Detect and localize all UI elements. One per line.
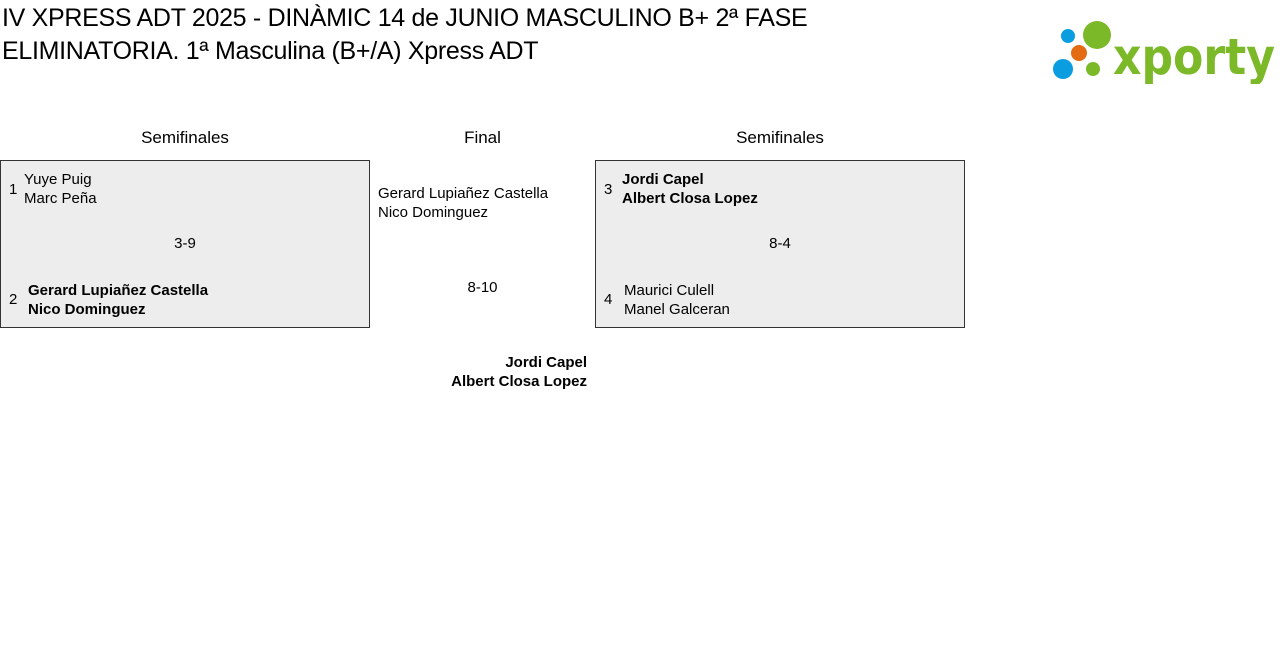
seed-number: 1 — [9, 181, 18, 198]
player-name: Albert Closa Lopez — [451, 373, 587, 390]
player-name: Nico Dominguez — [378, 204, 489, 221]
xporty-logo: xporty — [1053, 21, 1275, 84]
player-name: Albert Closa Lopez — [622, 190, 758, 207]
seed-number: 3 — [604, 181, 613, 198]
match-score: 8-4 — [769, 235, 791, 252]
match-score: 3-9 — [174, 235, 196, 252]
column-header-final: Final — [464, 128, 501, 147]
player-name: Yuye Puig — [24, 171, 92, 188]
final-winner: Jordi Capel Albert Closa Lopez — [370, 353, 587, 391]
svg-text:xporty: xporty — [1113, 28, 1275, 84]
player-name: Marc Peña — [24, 190, 97, 207]
player-name: Manel Galceran — [624, 301, 730, 318]
team-1-winner: Jordi Capel Albert Closa Lopez — [622, 170, 758, 208]
seed-number: 4 — [604, 291, 613, 308]
player-name: Maurici Culell — [624, 282, 715, 299]
semifinal-match-2[interactable]: 3 Jordi Capel Albert Closa Lopez 8-4 4 M… — [595, 160, 965, 328]
player-name: Jordi Capel — [505, 354, 587, 371]
seed-number: 2 — [9, 291, 18, 308]
team-2-winner: Gerard Lupiañez Castella Nico Dominguez — [28, 281, 208, 319]
column-header-semifinals-left: Semifinales — [141, 128, 229, 147]
player-name: Gerard Lupiañez Castella — [378, 185, 549, 202]
final-team-1: Gerard Lupiañez Castella Nico Dominguez — [378, 184, 548, 222]
column-header-semifinals-right: Semifinales — [736, 128, 824, 147]
player-name: Jordi Capel — [622, 171, 704, 188]
final-score: 8-10 — [467, 279, 498, 296]
semifinal-match-1[interactable]: 1 Yuye Puig Marc Peña 3-9 2 Gerard Lupia… — [0, 160, 370, 328]
page-title: IV XPRESS ADT 2025 - DINÀMIC 14 de JUNIO… — [2, 4, 808, 65]
player-name: Gerard Lupiañez Castella — [28, 282, 209, 299]
team-1: Yuye Puig Marc Peña — [24, 170, 97, 208]
team-2: Maurici Culell Manel Galceran — [624, 281, 730, 319]
player-name: Nico Dominguez — [28, 301, 146, 318]
